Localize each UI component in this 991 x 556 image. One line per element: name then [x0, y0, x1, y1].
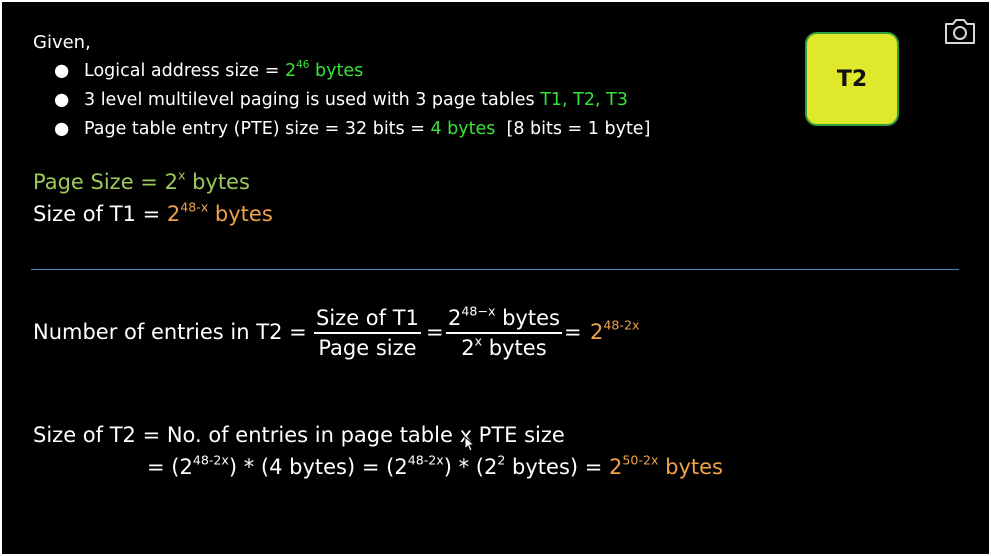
- given-list: ● Logical address size = 246 bytes ● 3 l…: [54, 58, 650, 145]
- entries-label: Number of entries in T2 =: [33, 320, 307, 344]
- page-size-formula: Page Size = 2x bytes: [33, 167, 250, 194]
- list-item: ● Logical address size = 246 bytes: [54, 58, 650, 87]
- fraction-powers: 248−x bytes 2x bytes: [446, 305, 562, 360]
- fraction-numerator: 248−x bytes: [446, 305, 562, 334]
- page-tables-names: T1, T2, T3: [540, 90, 628, 110]
- equals-sign: =: [426, 320, 444, 344]
- pte-note: [8 bits = 1 byte]: [495, 119, 651, 139]
- equals-sign: =: [564, 320, 582, 344]
- logical-address-text: Logical address size =: [84, 61, 285, 81]
- camera-icon[interactable]: [943, 16, 977, 46]
- fraction-size-over-page: Size of T1 Page size: [314, 306, 421, 360]
- pte-text: Page table entry (PTE) size = 32 bits =: [84, 119, 431, 139]
- size-t2-definition: Size of T2 = No. of entries in page tabl…: [33, 423, 565, 447]
- size-t2-calculation: = (248-2x) * (4 bytes) = (248-2x) * (22 …: [147, 452, 723, 479]
- mouse-cursor-icon: [464, 436, 476, 452]
- size-t1-formula: Size of T1 = 248-x bytes: [33, 199, 273, 226]
- size-t1-value: 248-x bytes: [166, 199, 273, 226]
- fraction-denominator: Page size: [318, 336, 417, 360]
- bullet-icon: ●: [54, 90, 70, 110]
- given-label: Given,: [33, 32, 91, 53]
- divider: [31, 269, 959, 270]
- bullet-icon: ●: [54, 119, 70, 139]
- t2-badge: T2: [805, 32, 899, 126]
- pte-value: 4 bytes: [430, 119, 496, 139]
- logical-address-value: 246 bytes: [284, 59, 364, 81]
- list-item: ● 3 level multilevel paging is used with…: [54, 87, 650, 116]
- entries-result: 248-2x: [590, 317, 640, 344]
- fraction-numerator: Size of T1: [314, 306, 421, 334]
- bullet-icon: ●: [54, 61, 70, 81]
- size-t2-result: 250-2x bytes: [609, 452, 723, 479]
- paging-text: 3 level multilevel paging is used with 3…: [84, 90, 541, 110]
- list-item: ● Page table entry (PTE) size = 32 bits …: [54, 116, 650, 145]
- fraction-denominator: 2x bytes: [461, 333, 547, 360]
